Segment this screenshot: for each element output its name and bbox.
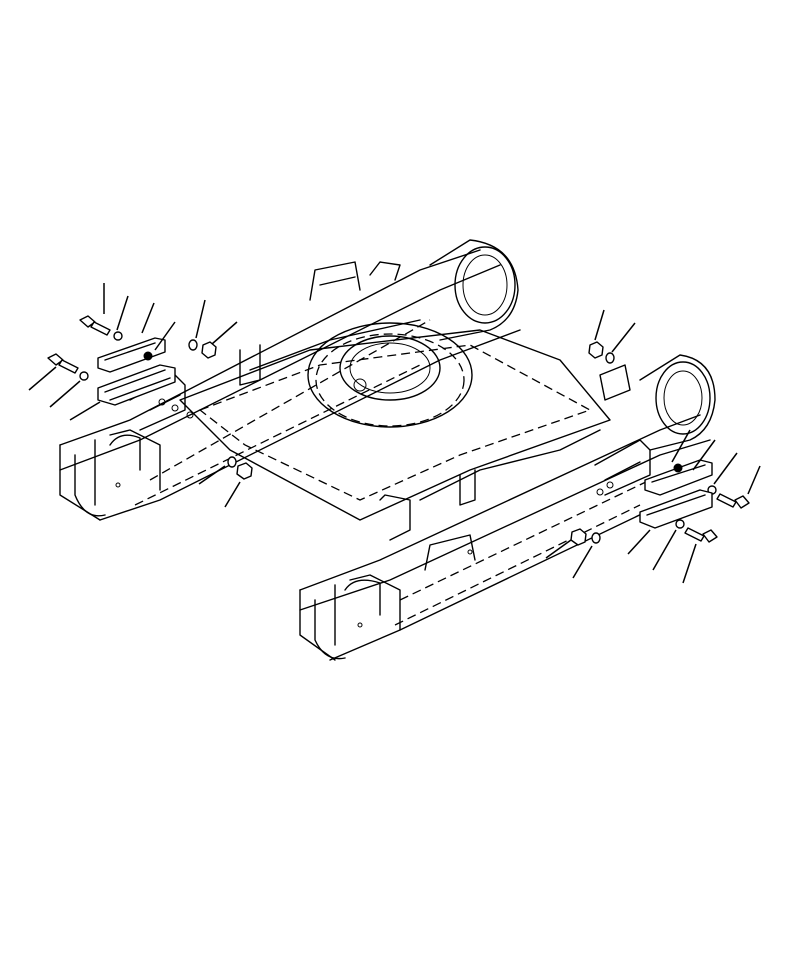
track-guard-lower xyxy=(97,364,176,406)
washer-icon xyxy=(227,456,237,468)
right-guard-parts xyxy=(570,341,750,546)
washer-icon xyxy=(188,339,198,351)
washer-icon xyxy=(79,371,89,381)
track-frame-right xyxy=(299,354,716,661)
guard-mount-bracket-right xyxy=(594,364,651,496)
washer-icon xyxy=(675,519,685,529)
washer-icon xyxy=(113,331,123,341)
bolt-icon xyxy=(79,315,111,336)
nut-icon xyxy=(588,341,604,359)
track-frame-left xyxy=(59,239,521,521)
bolt-icon xyxy=(716,493,750,509)
track-guard-lower xyxy=(639,489,713,529)
spacer-icon xyxy=(673,463,683,473)
nut-icon xyxy=(201,341,217,359)
callout-leaders xyxy=(28,283,761,584)
washer-icon xyxy=(591,532,601,544)
swing-circle xyxy=(307,322,473,428)
bolt-icon xyxy=(47,353,79,374)
spacer-icon xyxy=(143,351,153,361)
nut-icon xyxy=(236,462,253,480)
track-guard-upper xyxy=(97,337,166,373)
left-guard-parts xyxy=(47,315,253,480)
washer-icon xyxy=(605,352,615,364)
bolt-icon xyxy=(684,527,718,543)
center-frame xyxy=(179,319,611,521)
nut-icon xyxy=(570,528,587,546)
